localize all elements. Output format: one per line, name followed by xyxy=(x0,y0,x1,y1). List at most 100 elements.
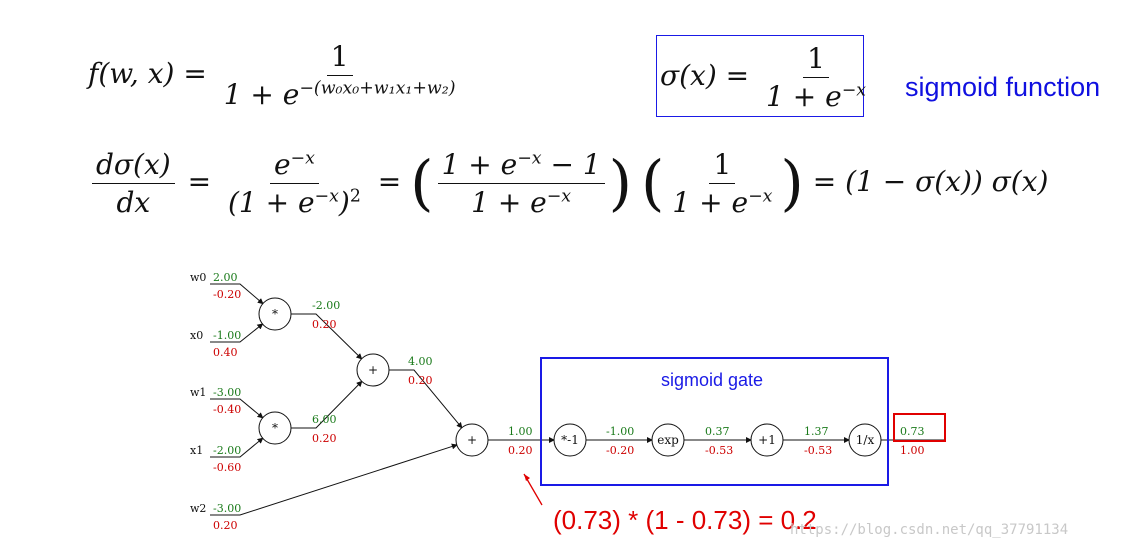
input-edge-x0 xyxy=(210,323,264,343)
input-grad-x0: 0.40 xyxy=(213,346,238,359)
derivative-result: (1 − σ(x)) σ(x) xyxy=(845,165,1049,198)
f-den-exponent: −(w₀x₀+w₁x₁+w₂) xyxy=(299,78,456,99)
sigma-fraction: 1 1 + e−x xyxy=(762,42,870,113)
gradient-annotation: (0.73) * (1 - 0.73) = 0.2 xyxy=(553,505,817,535)
mul-node-2 xyxy=(258,411,292,445)
sigmoid-gate-box xyxy=(540,357,889,486)
graph-edge-1 xyxy=(291,313,363,360)
negate-node-label: *-1 xyxy=(561,433,579,447)
t3-fraction: 1 1 + e−x xyxy=(668,148,776,219)
d-numerator: dσ(x) xyxy=(92,148,175,184)
f-equation: f(w, x) = 1 1 + e−(w₀x₀+w₁x₁+w₂) xyxy=(88,40,464,111)
edge-grad-6: -0.53 xyxy=(705,444,733,457)
add-node-2 xyxy=(455,423,489,457)
edge-grad-4: 0.20 xyxy=(508,444,533,457)
f-den-base: 1 + e xyxy=(223,78,300,111)
edge-grad-2: 0.20 xyxy=(312,432,337,445)
t1-den-base: (1 + e xyxy=(227,186,315,219)
input-grad-w2: 0.20 xyxy=(213,519,238,532)
edge-grad-7: -0.53 xyxy=(804,444,832,457)
t3-numerator: 1 xyxy=(709,148,736,184)
input-forward-x0: -1.00 xyxy=(213,329,241,342)
t1-fraction: e−x (1 + e−x)2 xyxy=(224,148,365,219)
annotation-arrow-head xyxy=(524,474,530,481)
input-label-w1: w1 xyxy=(190,386,206,399)
d-denominator: dx xyxy=(116,186,151,219)
edge-grad-3: 0.20 xyxy=(408,374,433,387)
sigma-numerator: 1 xyxy=(803,42,829,78)
mul-node-1-label: * xyxy=(272,307,278,321)
t1-num-base: e xyxy=(273,148,291,181)
input-forward-x1: -2.00 xyxy=(213,444,241,457)
output-box xyxy=(893,413,946,442)
t2-den-base: 1 + e xyxy=(471,186,547,219)
input-label-w2: w2 xyxy=(190,502,206,515)
input-forward-w0: 2.00 xyxy=(213,271,238,284)
sigma-den-exponent: −x xyxy=(841,80,867,101)
sigmoid-function-label: sigmoid function xyxy=(905,72,1101,102)
f-lhs: f(w, x) = xyxy=(88,57,207,90)
input-edge-x1 xyxy=(210,437,264,458)
equals-1: = xyxy=(187,165,212,198)
mul-node-2-label: * xyxy=(272,421,278,435)
input-edge-w1 xyxy=(210,398,264,419)
t1-num-exponent: −x xyxy=(290,148,315,169)
t2-fraction: 1 + e−x − 1 1 + e−x xyxy=(437,148,605,219)
negate-node xyxy=(553,423,587,457)
add-node-2-label: + xyxy=(467,433,477,447)
input-grad-x1: -0.60 xyxy=(213,461,241,474)
add-one-node-label: +1 xyxy=(758,433,776,447)
sigma-equation: σ(x) = 1 1 + e−x xyxy=(660,42,874,113)
t2-num-base: 1 + e xyxy=(441,148,518,181)
edge-forward-6: 0.37 xyxy=(705,425,730,438)
sigma-lhs: σ(x) = xyxy=(660,59,750,92)
edge-forward-8: 0.73 xyxy=(900,425,925,438)
d-fraction: dσ(x) dx xyxy=(92,148,175,219)
edge-forward-2: 6.00 xyxy=(312,413,337,426)
add-node-1-label: + xyxy=(368,363,378,377)
input-label-w0: w0 xyxy=(190,271,206,284)
t1-den-square: 2 xyxy=(349,186,361,207)
t3-den-exponent: −x xyxy=(748,186,773,207)
edge-grad-5: -0.20 xyxy=(606,444,634,457)
watermark: https://blog.csdn.net/qq_37791134 xyxy=(790,522,1069,538)
input-forward-w1: -3.00 xyxy=(213,386,241,399)
input-label-x0: x0 xyxy=(190,329,203,342)
input-grad-w0: -0.20 xyxy=(213,288,241,301)
sigmoid-definition-box xyxy=(656,35,864,117)
sigma-den-base: 1 + e xyxy=(766,80,842,113)
t1-den-close: ) xyxy=(338,186,350,219)
exp-node-label: exp xyxy=(657,433,679,447)
edge-grad-1: 0.20 xyxy=(312,318,337,331)
graph-edge-3 xyxy=(389,369,463,429)
t2-den-exponent: −x xyxy=(546,186,572,207)
t2-num-exponent: −x xyxy=(517,148,542,169)
input-forward-w2: -3.00 xyxy=(213,502,241,515)
t3-den-base: 1 + e xyxy=(672,186,749,219)
sigmoid-gate-label: sigmoid gate xyxy=(661,370,763,390)
add-one-node xyxy=(750,423,784,457)
reciprocal-node-label: 1/x xyxy=(856,433,875,447)
edge-forward-5: -1.00 xyxy=(606,425,634,438)
edge-grad-8: 1.00 xyxy=(900,444,925,457)
edge-forward-7: 1.37 xyxy=(804,425,829,438)
reciprocal-node xyxy=(848,423,882,457)
edge-forward-3: 4.00 xyxy=(408,355,433,368)
mul-node-1 xyxy=(258,297,292,331)
equals-3: = xyxy=(812,165,837,198)
graph-edge-2 xyxy=(291,380,363,429)
t2-num-tail: − 1 xyxy=(541,148,601,181)
edge-forward-4: 1.00 xyxy=(508,425,533,438)
input-grad-w1: -0.40 xyxy=(213,403,241,416)
t1-den-exponent: −x xyxy=(314,186,339,207)
equals-2: = xyxy=(377,165,402,198)
input-label-x1: x1 xyxy=(190,444,203,457)
derivative-equation: dσ(x) dx = e−x (1 + e−x)2 = ( 1 + e−x − … xyxy=(88,148,1048,219)
f-numerator: 1 xyxy=(326,40,353,76)
input-edge-w2 xyxy=(210,443,458,516)
input-edge-w0 xyxy=(210,283,264,305)
exp-node xyxy=(651,423,685,457)
edge-forward-1: -2.00 xyxy=(312,299,340,312)
add-node-1 xyxy=(356,353,390,387)
